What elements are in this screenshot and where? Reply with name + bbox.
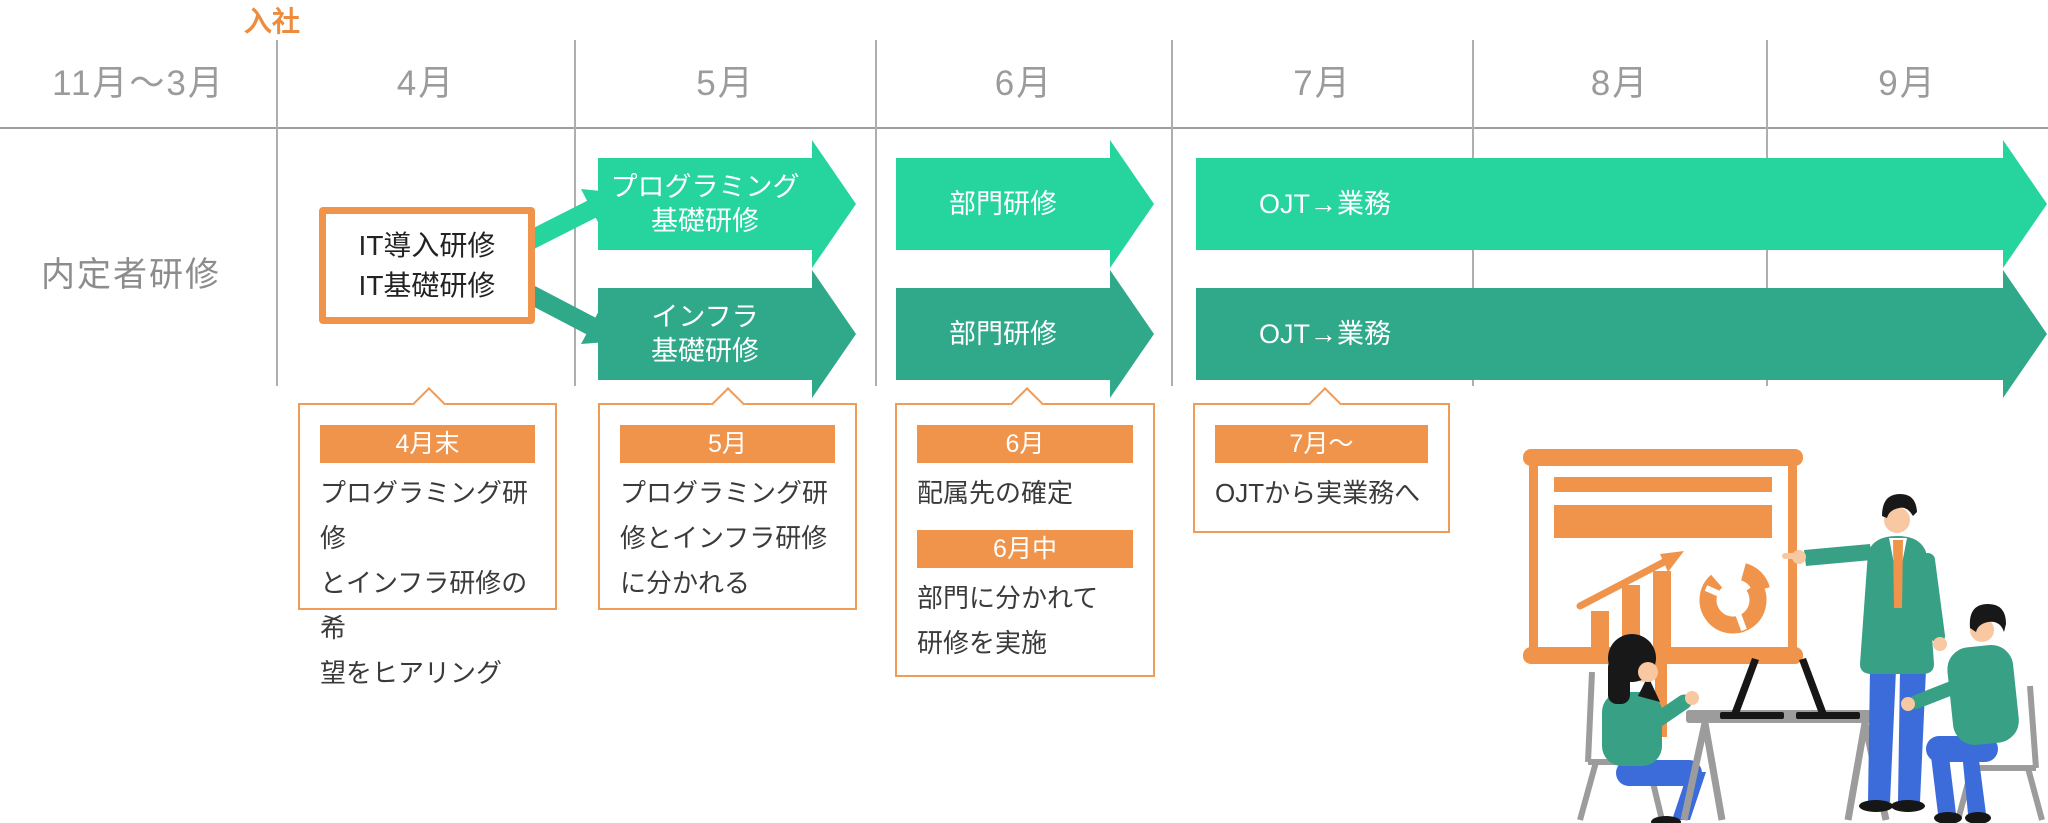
- callout-body: プログラミング研 修とインフラ研修 に分かれる: [620, 478, 829, 598]
- label-ojt-bottom: OJT→業務: [1259, 319, 1391, 349]
- standing-presenter: [1782, 494, 1947, 812]
- callout-april: 4月末 プログラミング研修 とインフラ研修の希 望をヒアリング: [298, 387, 557, 688]
- callout-body: OJTから実業務へ: [1215, 478, 1421, 508]
- label-ojt-top: OJT→業務: [1259, 189, 1391, 219]
- label-dept-training-top: 部門研修: [949, 189, 1057, 219]
- presentation-screen: [1523, 449, 1803, 737]
- month-header-nov-mar: 11月〜3月: [52, 64, 225, 103]
- label-programming-basic: プログラミング 基礎研修: [610, 172, 800, 236]
- callout-title: 5月: [620, 425, 835, 463]
- callout-june: 6月 配属先の確定 6月中 部門に分かれて 研修を実施: [895, 387, 1155, 677]
- header-divider-line: [0, 127, 2048, 129]
- callout-body: 配属先の確定: [917, 478, 1074, 508]
- callout-title: 7月〜: [1215, 425, 1428, 463]
- grid-line: [1171, 40, 1173, 386]
- seated-man: [1901, 604, 2045, 823]
- label-dept-training-bottom: 部門研修: [949, 319, 1057, 349]
- arrow-infra-basic: [598, 270, 856, 398]
- table: [1680, 710, 1890, 821]
- callout-title: 4月末: [320, 425, 535, 463]
- arrow-dept-training-top: [896, 140, 1154, 268]
- grid-line: [875, 40, 877, 386]
- callout-title: 6月中: [917, 530, 1133, 568]
- row-label-prehire-training: 内定者研修: [41, 256, 221, 294]
- month-header-jun: 6月: [994, 64, 1054, 103]
- donut-chart-graphic: [1699, 563, 1770, 634]
- month-header-sep: 9月: [1878, 64, 1937, 103]
- callout-body: プログラミング研修 とインフラ研修の希 望をヒアリング: [320, 478, 529, 688]
- bar-chart-graphic: [1576, 551, 1684, 648]
- arrow-ojt-top: [1196, 140, 2047, 268]
- label-infra-basic: インフラ 基礎研修: [651, 302, 759, 366]
- grid-line: [276, 40, 278, 386]
- callout-may: 5月 プログラミング研 修とインフラ研修 に分かれる: [598, 387, 857, 610]
- month-header-jul: 7月: [1293, 64, 1352, 103]
- arrow-programming-basic: [598, 140, 856, 268]
- callout-body: 部門に分かれて 研修を実施: [917, 583, 1099, 658]
- callout-july: 7月〜 OJTから実業務へ: [1193, 387, 1450, 533]
- seated-woman: [1577, 634, 1706, 823]
- month-header-apr: 4月: [396, 64, 456, 103]
- prehire-it-training-box: IT導入研修 IT基礎研修: [319, 207, 535, 324]
- team-presentation-illustration: [1523, 449, 2045, 823]
- laptop-right: [1796, 658, 1860, 719]
- arrow-dept-training-bottom: [896, 270, 1154, 398]
- arrow-ojt-bottom: [1196, 270, 2047, 398]
- laptop-left: [1720, 658, 1784, 719]
- joining-label: 入社: [243, 6, 300, 37]
- callout-title: 6月: [917, 425, 1133, 463]
- month-header-may: 5月: [696, 64, 755, 103]
- month-header-aug: 8月: [1590, 64, 1650, 103]
